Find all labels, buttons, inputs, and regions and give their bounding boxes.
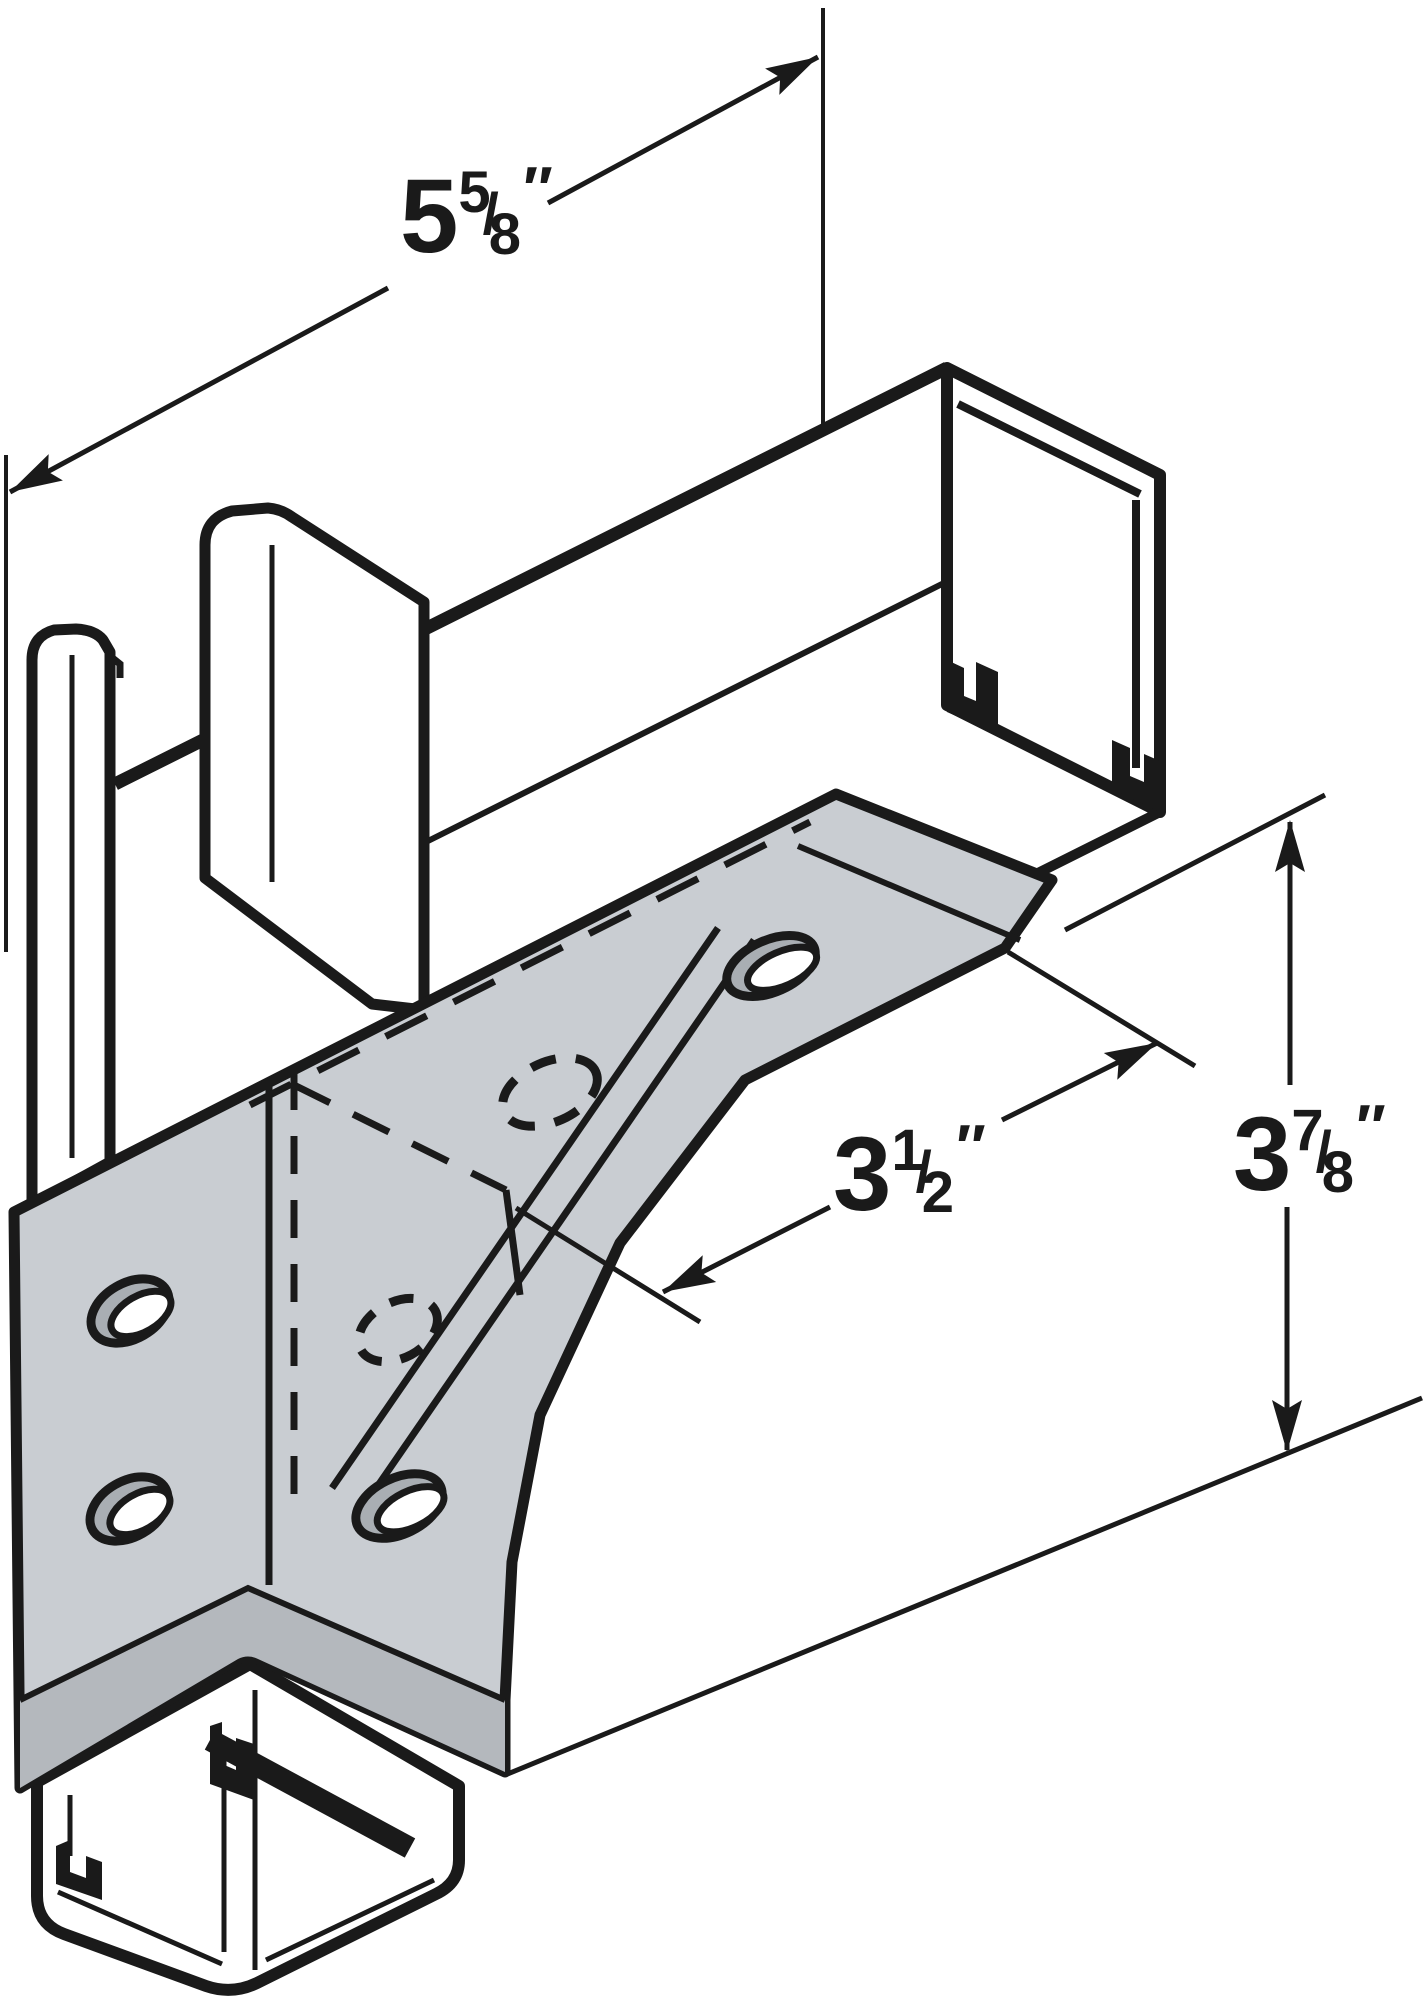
- bracket-plate-fold-edge: [796, 843, 1022, 943]
- height-arrowhead-up: [1275, 820, 1305, 872]
- bottom-channel-inner-bottom-left: [56, 1889, 224, 1967]
- bracket-bottom-fold-band: [20, 1588, 505, 1788]
- bolt-hole-gusset-top: [722, 931, 821, 1001]
- corner-bracket: [8, 788, 1058, 1794]
- height-extension-line-bottom: [504, 1395, 1423, 1778]
- width-arrowhead-right: [1103, 1043, 1157, 1080]
- dimension-length: 55/8″: [8, 54, 820, 495]
- length-dim-line-right: [546, 54, 820, 206]
- width-label: 31/2″: [833, 1113, 986, 1233]
- channel-right-lip-hook: [1112, 740, 1160, 812]
- end-face-inner-top-line: [956, 400, 1142, 498]
- hidden-hole-right-wing: [354, 1293, 442, 1367]
- bracket-hidden-edge-dashed-a: [248, 818, 812, 1109]
- vertical-strut-channel-bottom: [31, 1658, 465, 1996]
- bolt-hole-right-wing: [351, 1469, 448, 1543]
- dimension-height: 37/8″: [504, 792, 1423, 1778]
- width-arrowhead-left: [663, 1255, 717, 1292]
- gusset-edge-left: [329, 926, 721, 1490]
- channel-bottom-front-edge: [1027, 807, 1163, 882]
- bottom-channel-front-lip-hook: [56, 1840, 102, 1900]
- width-extension-line-left: [514, 1205, 702, 1325]
- width-extension-line-right: [1006, 949, 1197, 1069]
- vertical-post-back: [26, 502, 430, 1211]
- bolt-hole-left-wing-upper: [86, 1274, 175, 1348]
- hidden-hole-top-plate: [498, 1053, 602, 1131]
- bolt-hole-left-wing-lower: [85, 1472, 174, 1546]
- height-extension-line-top: [1063, 792, 1327, 933]
- narrow-post-step-edge: [107, 653, 124, 678]
- length-label: 55/8″: [400, 155, 553, 275]
- channel-left-lip-hook: [947, 660, 998, 734]
- bracket-hidden-edge-dashed-b: [292, 1081, 508, 1194]
- bracket-bottom-fold-line: [18, 1584, 507, 1703]
- height-arrowhead-down: [1272, 1400, 1302, 1452]
- length-arrowhead-left: [10, 454, 63, 492]
- dimension-width: 31/2″: [514, 949, 1197, 1325]
- channel-end-cross-section: [941, 362, 1166, 818]
- length-arrowhead-right: [765, 57, 818, 95]
- height-label: 37/8″: [1233, 1093, 1386, 1213]
- gusset-edge-right: [365, 938, 757, 1502]
- channel-bottom-outline: [31, 1658, 465, 1996]
- wide-post-face: [199, 502, 430, 1016]
- bottom-channel-back-lip-hook: [210, 1722, 254, 1800]
- bottom-channel-inner-bottom-right: [264, 1877, 436, 1963]
- length-dim-line-left: [8, 285, 390, 495]
